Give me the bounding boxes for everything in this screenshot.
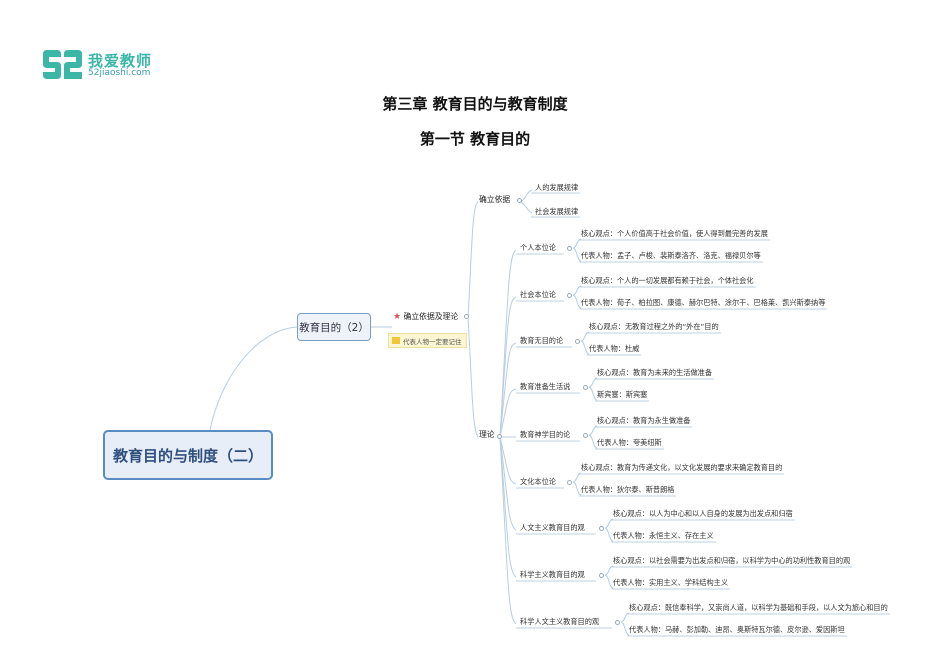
theory-group-label[interactable]: 人文主义教育目的观 bbox=[520, 523, 585, 532]
collapse-toggle[interactable] bbox=[517, 198, 522, 203]
note-badge: 代表人物一定要记住 bbox=[388, 333, 467, 348]
logo: 我爱教师 52jiaoshi.com bbox=[40, 48, 170, 84]
collapse-toggle[interactable] bbox=[464, 314, 469, 319]
theory-group-label[interactable]: 科学人文主义教育目的观 bbox=[520, 617, 600, 626]
theory-leaf: 核心观点：教育为未来的生活做准备 bbox=[597, 368, 713, 377]
theory-group-label[interactable]: 科学主义教育目的观 bbox=[520, 570, 585, 579]
theory-leaf: 代表人物：杜威 bbox=[589, 344, 640, 353]
theory-leaf: 核心观点：个人价值高于社会价值，使人得到最完善的发展 bbox=[581, 229, 768, 238]
theory-group-label[interactable]: 社会本位论 bbox=[520, 290, 556, 299]
theory-group-label[interactable]: 教育神学目的论 bbox=[520, 430, 571, 439]
theory-leaf: 核心观点：个人的一切发展都有赖于社会，个体社会化 bbox=[581, 276, 754, 285]
note-icon bbox=[392, 337, 400, 344]
node-basis[interactable]: 确立依据 bbox=[479, 195, 511, 204]
node-education-aim[interactable]: 教育目的（2） bbox=[297, 313, 371, 341]
node-basis-and-theory[interactable]: ★ 确立依据及理论 bbox=[393, 312, 459, 322]
theory-leaf: 核心观点：以社会需要为出发点和归宿，以科学为中心的功利性教育目的观 bbox=[613, 556, 851, 565]
collapse-toggle[interactable] bbox=[567, 480, 572, 485]
theory-leaf: 核心观点：以人为中心和以人自身的发展为出发点和归宿 bbox=[613, 509, 793, 518]
theory-group-label[interactable]: 文化本位论 bbox=[520, 477, 556, 486]
logo-icon bbox=[43, 50, 82, 79]
theory-leaf: 代表人物：荀子、柏拉图、康德、赫尔巴特、涂尔干、巴格莱、凯兴斯泰纳等 bbox=[581, 298, 826, 307]
theory-leaf: 代表人物：孟子、卢梭、裴斯泰洛齐、洛克、福禄贝尔等 bbox=[581, 251, 761, 260]
collapse-toggle[interactable] bbox=[615, 620, 620, 625]
collapse-toggle[interactable] bbox=[497, 434, 502, 439]
theory-group-label[interactable]: 个人本位论 bbox=[520, 243, 556, 252]
theory-group-label[interactable]: 教育无目的论 bbox=[520, 336, 564, 345]
section-title: 第一节 教育目的 bbox=[419, 130, 531, 148]
theory-leaf: 核心观点：教育为永生做准备 bbox=[597, 416, 691, 425]
star-icon: ★ bbox=[393, 312, 402, 322]
theory-leaf: 代表人物：实用主义、学科结构主义 bbox=[613, 578, 729, 587]
collapse-toggle[interactable] bbox=[599, 573, 604, 578]
leaf-basis-1: 人的发展规律 bbox=[535, 183, 579, 192]
theory-leaf: 核心观点：教育为传递文化，以文化发展的要求来确定教育目的 bbox=[581, 463, 783, 472]
collapse-toggle[interactable] bbox=[583, 385, 588, 390]
theory-leaf: 代表人物：夸美纽斯 bbox=[597, 438, 662, 447]
theory-leaf: 代表人物：永恒主义、存在主义 bbox=[613, 531, 714, 540]
node-theory[interactable]: 理论 bbox=[479, 430, 495, 439]
theory-leaf: 核心观点：无教育过程之外的“外在”目的 bbox=[589, 322, 719, 331]
theory-leaf: 代表人物：狄尔泰、斯普朗格 bbox=[581, 485, 675, 494]
collapse-toggle[interactable] bbox=[567, 293, 572, 298]
collapse-toggle[interactable] bbox=[583, 433, 588, 438]
root-node[interactable]: 教育目的与制度（二） bbox=[103, 430, 273, 480]
leaf-basis-2: 社会发展规律 bbox=[535, 207, 579, 216]
theory-leaf: 斯宾塞：斯宾塞 bbox=[597, 390, 648, 399]
logo-text-cn: 我爱教师 bbox=[88, 52, 153, 70]
chapter-title: 第三章 教育目的与教育制度 bbox=[382, 95, 568, 113]
collapse-toggle[interactable] bbox=[567, 246, 572, 251]
theory-leaf: 代表人物：马赫、彭加勒、迪昂、奥斯特瓦尔德、皮尔逊、爱因斯坦 bbox=[629, 625, 845, 634]
theory-leaf: 核心观点：既信奉科学，又崇尚人道，以科学为基础和手段，以人文为旅心和目的 bbox=[629, 603, 888, 612]
collapse-toggle[interactable] bbox=[599, 526, 604, 531]
collapse-toggle[interactable] bbox=[575, 339, 580, 344]
logo-text-en: 52jiaoshi.com bbox=[88, 68, 151, 78]
theory-group-label[interactable]: 教育准备生活说 bbox=[520, 382, 571, 391]
